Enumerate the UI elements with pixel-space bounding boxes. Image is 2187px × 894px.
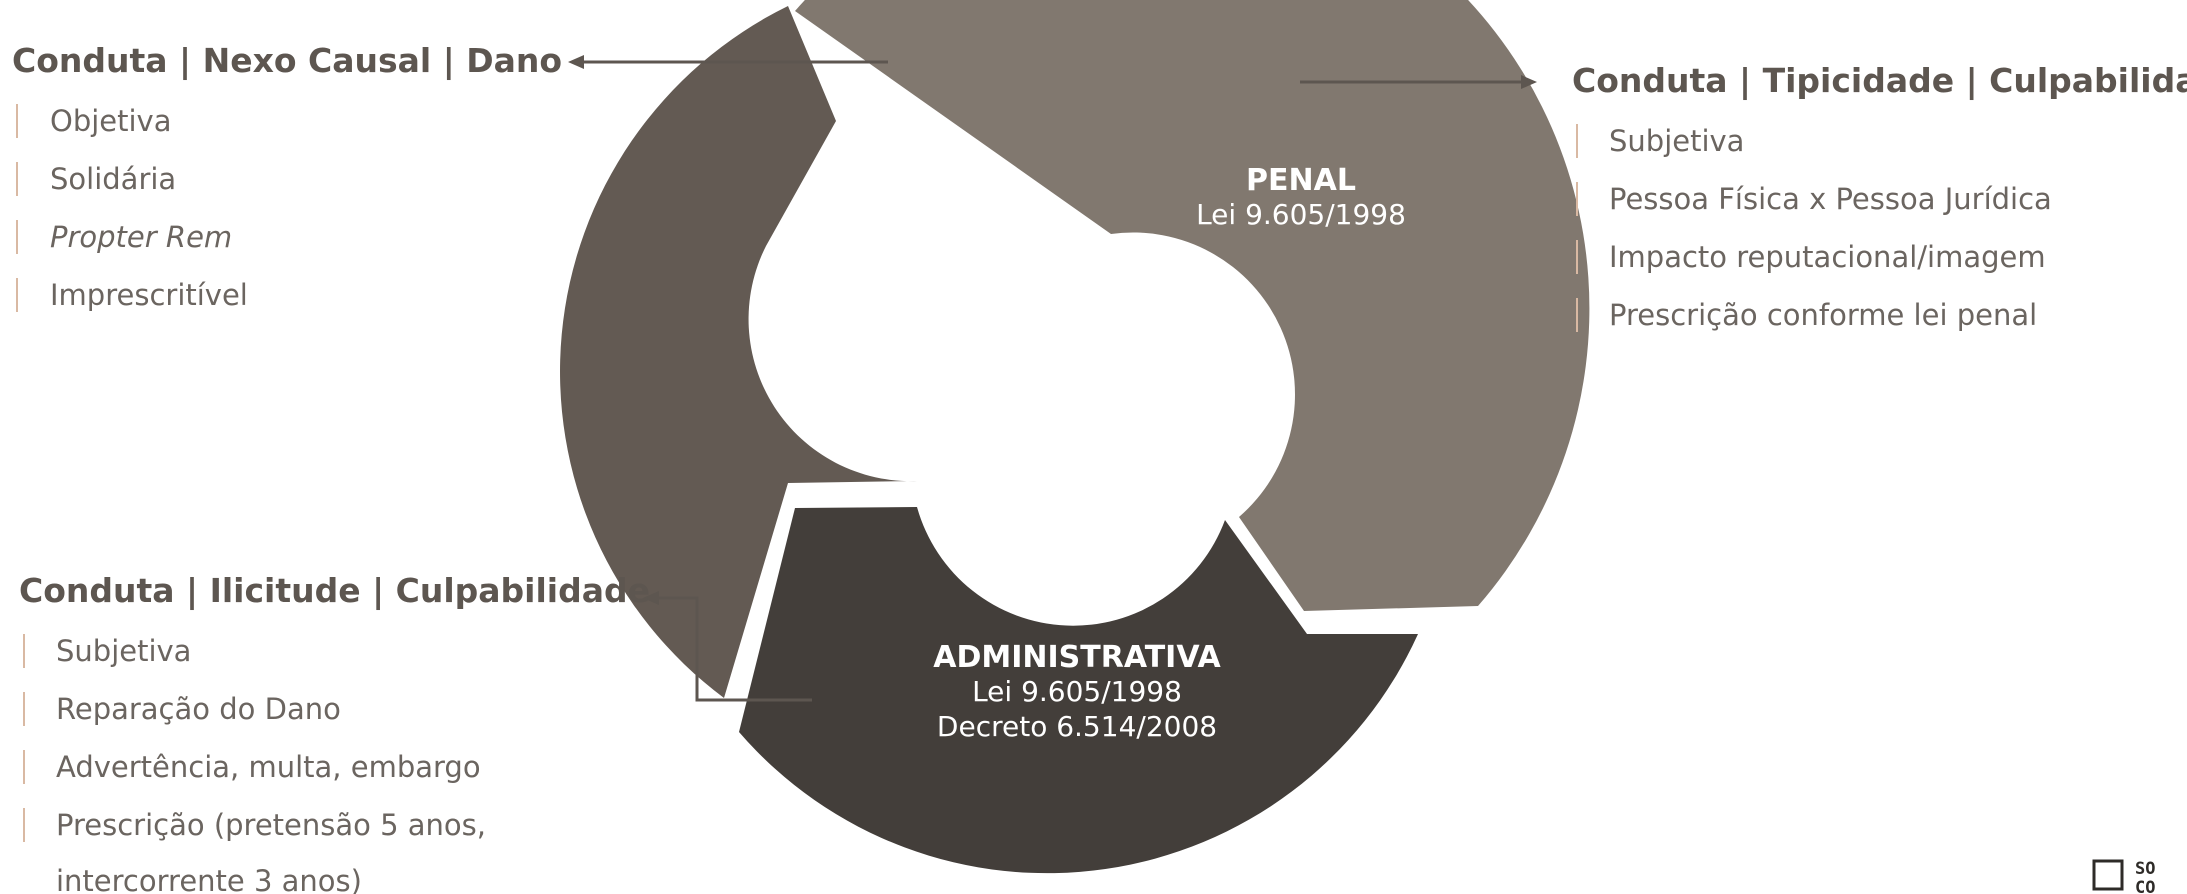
segment-administrativa-law-2: Decreto 6.514/2008 (937, 710, 1217, 743)
segment-label-administrativa: ADMINISTRATIVA Lei 9.605/1998 Decreto 6.… (933, 640, 1221, 743)
panel-penal-item: Subjetiva (1609, 124, 1744, 158)
segment-label-penal: PENAL Lei 9.605/1998 (1196, 163, 1406, 231)
segment-penal-law-1: Lei 9.605/1998 (1196, 198, 1406, 231)
segment-administrativa-title: ADMINISTRATIVA (933, 640, 1221, 675)
donut-ring (560, 0, 1590, 874)
segment-administrativa (739, 507, 1418, 874)
panel-civil: Conduta | Nexo Causal | Dano Objetiva So… (12, 41, 562, 312)
panel-administrativa: Conduta | Ilicitude | Culpabilidade Subj… (19, 571, 650, 894)
connector-civil (568, 55, 888, 69)
segment-penal-title: PENAL (1246, 163, 1356, 198)
panel-administrativa-item: Prescrição (pretensão 5 anos, (56, 808, 486, 842)
connector-civil-arrowhead (568, 55, 584, 69)
logo-text-line-1: SO (2135, 859, 2155, 879)
segment-label-civil: CIVIL Lei 6.938/1981 CF/1988 (803, 146, 1013, 246)
logo-square-icon (2092, 859, 2124, 891)
panel-administrativa-item: Advertência, multa, embargo (56, 750, 481, 784)
panel-penal-heading: Conduta | Tipicidade | Culpabilidade (1572, 61, 2187, 100)
panel-penal-item: Prescrição conforme lei penal (1609, 298, 2037, 332)
connector-administrativa-arrowhead (643, 591, 659, 605)
segment-civil-law-1: Lei 6.938/1981 (803, 180, 1013, 213)
panel-civil-item: Imprescritível (50, 278, 248, 312)
panel-administrativa-heading: Conduta | Ilicitude | Culpabilidade (19, 571, 650, 610)
panel-administrativa-item: Subjetiva (56, 634, 191, 668)
connector-penal (1300, 75, 1537, 89)
panel-administrativa-item: Reparação do Dano (56, 692, 341, 726)
segment-civil (560, 6, 917, 698)
connector-administrativa-line (658, 596, 812, 702)
segment-civil-law-2: CF/1988 (850, 213, 966, 246)
panel-civil-item: Solidária (50, 162, 176, 196)
segment-penal (795, 0, 1590, 611)
panel-penal-item: Impacto reputacional/imagem (1609, 240, 2046, 274)
panel-administrativa-item: intercorrente 3 anos) (56, 864, 362, 894)
segment-administrativa-law-1: Lei 9.605/1998 (972, 675, 1182, 708)
logo: SO CO (2092, 859, 2155, 894)
panel-penal-item: Pessoa Física x Pessoa Jurídica (1609, 182, 2052, 216)
panel-civil-item: Propter Rem (50, 220, 232, 254)
panel-penal: Conduta | Tipicidade | Culpabilidade Sub… (1572, 61, 2187, 332)
logo-text-line-2: CO (2135, 878, 2155, 894)
segment-civil-title: CIVIL (865, 146, 952, 181)
panel-civil-item: Objetiva (50, 104, 172, 138)
connector-penal-arrowhead (1521, 75, 1537, 89)
panel-civil-heading: Conduta | Nexo Causal | Dano (12, 41, 562, 80)
connector-administrativa (643, 591, 812, 702)
